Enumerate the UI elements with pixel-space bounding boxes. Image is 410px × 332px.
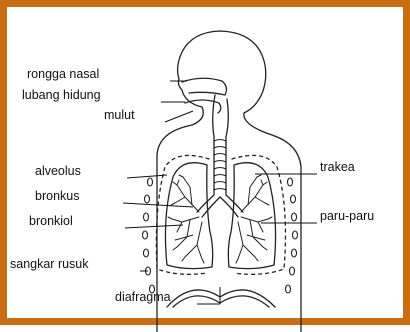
trachea-rings — [214, 140, 226, 191]
diagram-frame: rongga nasal lubang hidung mulut alveolu… — [0, 0, 410, 325]
nasal-cavity — [182, 78, 226, 95]
label-lubang-hidung: lubang hidung — [22, 88, 101, 102]
label-sangkar-rusuk: sangkar rusuk — [10, 257, 89, 271]
trachea-right — [226, 99, 228, 195]
left-bronchiole-tree — [168, 175, 204, 263]
label-alveolus: alveolus — [35, 164, 81, 178]
right-pleura — [232, 155, 285, 274]
label-paru-paru: paru-paru — [320, 209, 374, 223]
leader-lines — [123, 81, 317, 304]
trachea-left — [213, 95, 215, 195]
label-bronkus: bronkus — [35, 189, 79, 203]
label-bronkiol: bronkiol — [29, 214, 73, 228]
label-diafragma: diafragma — [115, 290, 171, 304]
label-trakea: trakea — [320, 160, 355, 174]
right-lung — [228, 163, 275, 269]
right-bronchiole-tree — [236, 175, 272, 263]
label-rongga-nasal: rongga nasal — [27, 67, 99, 81]
label-mulut: mulut — [104, 108, 135, 122]
diaphragm — [167, 290, 275, 307]
right-bronchus — [220, 195, 243, 217]
